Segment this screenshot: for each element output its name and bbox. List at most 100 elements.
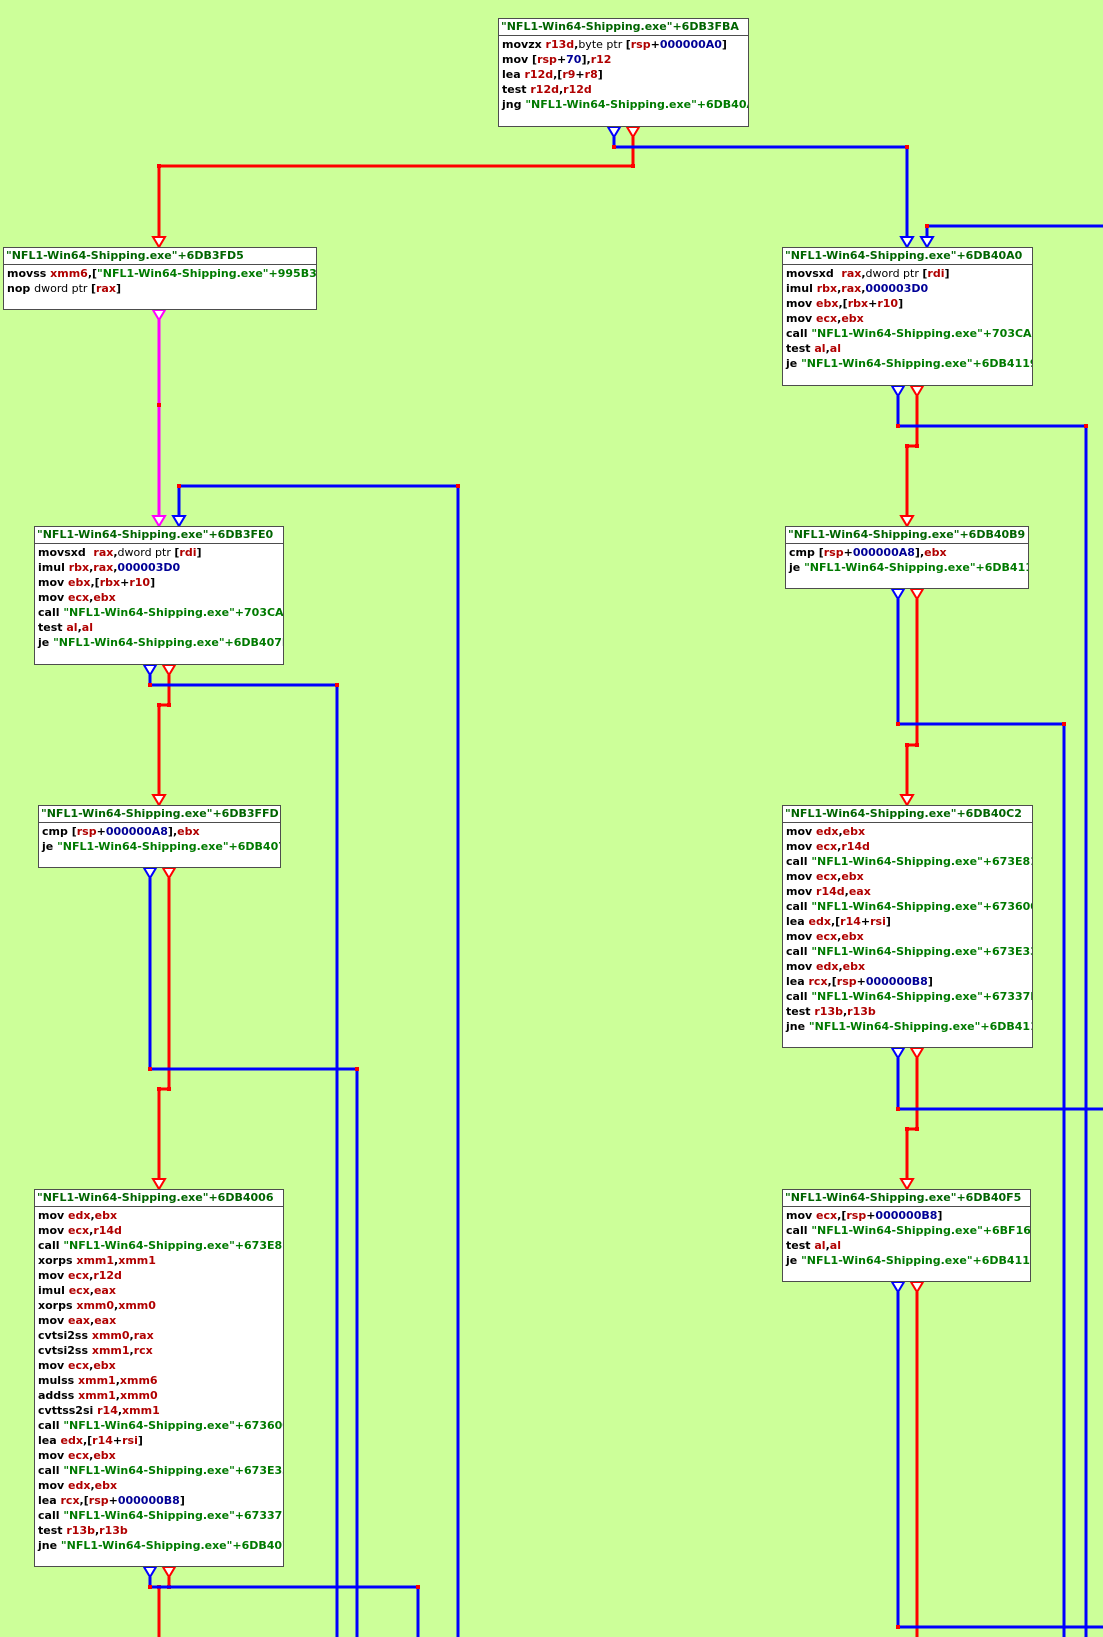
mnemonic: lea (38, 1494, 57, 1507)
instruction[interactable]: movzx r13d,byte ptr [rsp+000000A0] (502, 37, 745, 52)
instruction[interactable]: lea rcx,[rsp+000000B8] (38, 1493, 280, 1508)
instruction[interactable]: mov ecx,[rsp+000000B8] (786, 1208, 1027, 1223)
instruction[interactable]: movsxd rax,dword ptr [rdi] (786, 266, 1029, 281)
instruction[interactable]: mov eax,eax (38, 1313, 280, 1328)
instruction[interactable]: je "NFL1-Win64-Shipping.exe"+6DB4119 (786, 1253, 1030, 1268)
instruction[interactable]: imul rbx,rax,000003D0 (38, 560, 280, 575)
instruction[interactable]: mov edx,ebx (786, 824, 1029, 839)
instruction[interactable]: je "NFL1-Win64-Shipping.exe"+6DB407F (38, 635, 283, 650)
instruction[interactable]: mov ebx,[rbx+r10] (786, 296, 1029, 311)
instruction[interactable]: call "NFL1-Win64-Shipping.exe"+673E810 (786, 854, 1032, 869)
instruction[interactable]: lea edx,[r14+rsi] (38, 1433, 280, 1448)
instruction[interactable]: test r12d,r12d (502, 82, 745, 97)
operand-token: , (825, 342, 830, 355)
instruction[interactable]: test al,al (786, 341, 1029, 356)
instruction[interactable]: jng "NFL1-Win64-Shipping.exe"+6DB40A0 (502, 97, 748, 112)
instruction[interactable]: call "NFL1-Win64-Shipping.exe"+673E330 (38, 1463, 283, 1478)
instruction[interactable]: mov ecx,ebx (38, 590, 280, 605)
operand-token: eax (848, 885, 871, 898)
instruction[interactable]: test al,al (38, 620, 280, 635)
instruction[interactable]: imul rbx,rax,000003D0 (786, 281, 1029, 296)
instruction[interactable]: je "NFL1-Win64-Shipping.exe"+6DB4119 (789, 560, 1028, 575)
instruction[interactable]: mov ecx,r12d (38, 1268, 280, 1283)
block-title: "NFL1-Win64-Shipping.exe"+6DB40A0 (783, 248, 1032, 265)
instruction[interactable]: cmp [rsp+000000A8],ebx (42, 824, 277, 839)
instruction[interactable]: nop dword ptr [rax] (7, 281, 313, 296)
operand-token: [ (92, 267, 98, 280)
operand-token: [ (841, 1209, 847, 1222)
instruction[interactable]: lea rcx,[rsp+000000B8] (786, 974, 1029, 989)
instruction[interactable]: jne "NFL1-Win64-Shipping.exe"+6DB407F (38, 1538, 283, 1553)
operand-token: + (843, 546, 853, 559)
instruction[interactable]: mov ecx,ebx (38, 1358, 280, 1373)
instruction[interactable]: test al,al (786, 1238, 1027, 1253)
operand-token: , (89, 1449, 94, 1462)
instruction[interactable]: call "NFL1-Win64-Shipping.exe"+703CA20 (786, 326, 1032, 341)
instruction[interactable]: mov ecx,r14d (38, 1223, 280, 1238)
instruction[interactable]: mov ecx,ebx (38, 1448, 280, 1463)
instruction[interactable]: je "NFL1-Win64-Shipping.exe"+6DB407F (42, 839, 280, 854)
operand-token: ] (196, 546, 202, 559)
instruction[interactable]: mov ecx,ebx (786, 929, 1029, 944)
instruction[interactable]: call "NFL1-Win64-Shipping.exe"+6BF16C0 (786, 1223, 1030, 1238)
edge-fallthrough (148, 878, 359, 1637)
instruction[interactable]: cvtsi2ss xmm1,rcx (38, 1343, 280, 1358)
instruction[interactable]: mov ecx,r14d (786, 839, 1029, 854)
block-title: "NFL1-Win64-Shipping.exe"+6DB3FD5 (4, 248, 316, 265)
instruction[interactable]: mov edx,ebx (786, 959, 1029, 974)
instruction[interactable]: movss xmm6,["NFL1-Win64-Shipping.exe"+99… (7, 266, 316, 281)
instruction[interactable]: call "NFL1-Win64-Shipping.exe"+6736000 (786, 899, 1032, 914)
operand-token: r12d (93, 1269, 122, 1282)
instruction[interactable]: call "NFL1-Win64-Shipping.exe"+67337F0 (786, 989, 1032, 1004)
instruction[interactable]: mov [rsp+70],r12 (502, 52, 745, 67)
operand-token: [ (922, 267, 928, 280)
instruction[interactable]: call "NFL1-Win64-Shipping.exe"+703CA20 (38, 605, 283, 620)
instruction[interactable]: jne "NFL1-Win64-Shipping.exe"+6DB4119 (786, 1019, 1032, 1034)
instruction[interactable]: call "NFL1-Win64-Shipping.exe"+6736000 (38, 1418, 283, 1433)
instruction[interactable]: movsxd rax,dword ptr [rdi] (38, 545, 280, 560)
instruction[interactable]: imul ecx,eax (38, 1283, 280, 1298)
instruction[interactable]: mov r14d,eax (786, 884, 1029, 899)
instruction[interactable]: call "NFL1-Win64-Shipping.exe"+673E810 (38, 1238, 283, 1253)
instruction[interactable]: xorps xmm0,xmm0 (38, 1298, 280, 1313)
operand-token: rsi (870, 915, 886, 928)
instruction[interactable]: mov edx,ebx (38, 1478, 280, 1493)
instruction[interactable]: cvttss2si r14,xmm1 (38, 1403, 280, 1418)
operand-token: , (89, 591, 94, 604)
mnemonic: mov (38, 1224, 65, 1237)
instruction[interactable]: je "NFL1-Win64-Shipping.exe"+6DB4119 (786, 356, 1032, 371)
operand-token: 000000B8 (875, 1209, 938, 1222)
instruction[interactable]: test r13b,r13b (786, 1004, 1029, 1019)
instruction[interactable]: mulss xmm1,xmm6 (38, 1373, 280, 1388)
instruction[interactable]: call "NFL1-Win64-Shipping.exe"+67337F0 (38, 1508, 283, 1523)
operand-token: , (87, 267, 93, 280)
instruction[interactable]: addss xmm1,xmm0 (38, 1388, 280, 1403)
instruction[interactable]: cmp [rsp+000000A8],ebx (789, 545, 1025, 560)
instruction[interactable]: lea edx,[r14+rsi] (786, 914, 1029, 929)
operand-token: , (89, 1359, 94, 1372)
instruction[interactable]: mov edx,ebx (38, 1208, 280, 1223)
instruction[interactable]: lea r12d,[r9+r8] (502, 67, 745, 82)
instruction[interactable]: mov ebx,[rbx+r10] (38, 575, 280, 590)
operand-token: rbx (99, 576, 121, 589)
instruction[interactable]: call "NFL1-Win64-Shipping.exe"+673E330 (786, 944, 1032, 959)
instruction[interactable]: xorps xmm1,xmm1 (38, 1253, 280, 1268)
operand-token: "NFL1-Win64-Shipping.exe"+6DB407F (53, 636, 284, 649)
operand-token: eax (68, 1314, 91, 1327)
instruction[interactable]: mov ecx,ebx (786, 869, 1029, 884)
operand-token: xmm6 (119, 1374, 158, 1387)
instruction[interactable]: cvtsi2ss xmm0,rax (38, 1328, 280, 1343)
instruction[interactable]: mov ecx,ebx (786, 311, 1029, 326)
instruction[interactable]: test r13b,r13b (38, 1523, 280, 1538)
edge-joint (925, 224, 929, 228)
